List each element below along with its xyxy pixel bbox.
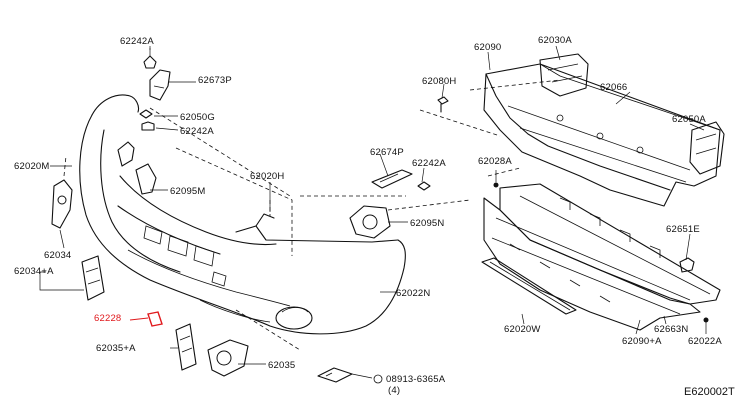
part-62674p-bracket: [371, 169, 413, 189]
front-bumper-fascia: [79, 94, 406, 335]
label-62095m: 62095M: [170, 186, 206, 197]
label-62080h: 62080H: [422, 76, 456, 87]
part-62035-bracket: [207, 339, 249, 377]
symbol-n-nut: [373, 374, 383, 384]
label-08913-6365a: 08913-6365A: [386, 374, 446, 385]
label-62090a: 62090+A: [622, 336, 662, 347]
label-62242a-mid: 62242A: [180, 126, 214, 137]
label-62020h: 62020H: [250, 171, 284, 182]
label-62651e: 62651E: [666, 224, 700, 235]
part-62095n-holder: [349, 205, 391, 239]
label-62050g: 62050G: [180, 112, 215, 123]
label-62095n: 62095N: [410, 218, 444, 229]
label-62066: 62066: [600, 82, 627, 93]
label-62020m: 62020M: [14, 161, 50, 172]
leader-lines: [39, 45, 705, 379]
label-62034: 62034: [44, 250, 71, 261]
label-62022n: 62022N: [396, 288, 430, 299]
label-62663n: 62663N: [654, 324, 688, 335]
label-62242a-right: 62242A: [412, 158, 446, 169]
label-62228: 62228: [94, 313, 121, 324]
part-62028a-bolt: [493, 170, 499, 188]
label-62673p: 62673P: [198, 75, 232, 86]
energy-absorber: [483, 183, 721, 331]
part-62080h-bolt: [437, 96, 449, 113]
label-62050a: 62050A: [672, 114, 706, 125]
part-labels: 62242A 62673P 62050G 62242A 62020M 62095…: [14, 35, 735, 398]
label-62090: 62090: [474, 42, 501, 53]
part-62022a-screw: [703, 317, 709, 334]
label-62035a: 62035+A: [96, 343, 136, 354]
label-62028a: 62028A: [478, 156, 512, 167]
part-62034-plate: [81, 255, 105, 301]
part-62020w-strip: [481, 257, 577, 315]
part-62035a-plate: [175, 323, 197, 371]
part-62228-clip: [129, 311, 163, 327]
part-62050g-clip: [139, 109, 155, 131]
part-62651e-clip: [679, 257, 695, 273]
part-08913-nut: [317, 367, 353, 383]
label-62034a: 62034+A: [14, 266, 54, 277]
part-62020m-bracket: [51, 155, 73, 229]
label-62674p: 62674P: [370, 147, 404, 158]
part-62242a-right-clip: [417, 181, 431, 191]
label-62242a-top: 62242A: [120, 36, 154, 47]
label-62020w: 62020W: [504, 324, 541, 335]
document-id: E620002T: [684, 386, 735, 398]
label-62022a: 62022A: [688, 336, 722, 347]
label-quantity-4: (4): [388, 385, 400, 396]
bumper-reinforcement: [483, 53, 725, 207]
part-62242a-clip: [143, 48, 157, 69]
label-62035: 62035: [268, 360, 295, 371]
label-62030a: 62030A: [538, 35, 572, 46]
part-62673p-bracket: [149, 69, 171, 101]
